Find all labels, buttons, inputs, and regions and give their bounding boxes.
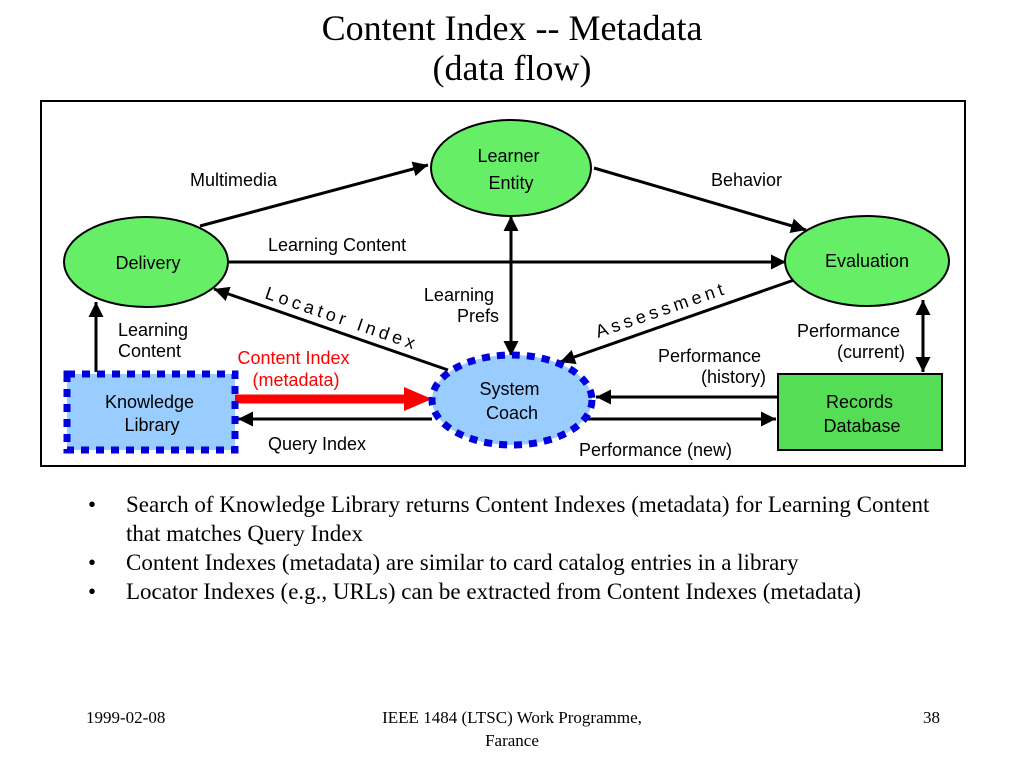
node-learner-entity[interactable] — [430, 119, 592, 217]
bullet-item: Content Indexes (metadata) are similar t… — [86, 548, 946, 577]
behavior-label: Behavior — [711, 170, 782, 190]
title-line-2: (data flow) — [432, 48, 592, 88]
bullet-list: Search of Knowledge Library returns Cont… — [86, 490, 946, 606]
footer-center: IEEE 1484 (LTSC) Work Programme, Farance — [300, 706, 724, 752]
content-index-label: Content Index (metadata) — [237, 348, 354, 390]
title-line-1: Content Index -- Metadata — [321, 8, 703, 48]
system-coach-label: System Coach — [479, 379, 544, 423]
learning-prefs-label: Learning Prefs — [424, 285, 499, 326]
footer-date: 1999-02-08 — [86, 708, 166, 727]
footer-page-number: 38 — [923, 708, 940, 727]
node-system-coach[interactable] — [428, 351, 596, 449]
edge-behavior — [593, 166, 807, 233]
node-knowledge-library[interactable] — [63, 370, 239, 454]
learning-content-top-label: Learning Content — [268, 235, 406, 255]
delivery-label: Delivery — [115, 253, 180, 273]
footer-center-line-1: IEEE 1484 (LTSC) Work Programme, — [382, 708, 642, 727]
performance-new-label: Performance (new) — [579, 440, 732, 460]
edge-locator-index — [213, 286, 449, 372]
query-index-label: Query Index — [268, 434, 366, 454]
performance-current-label: Performance (current) — [797, 321, 905, 362]
learning-content-left-label: Learning Content — [118, 320, 193, 361]
bullet-item: Locator Indexes (e.g., URLs) can be extr… — [86, 577, 946, 606]
multimedia-label: Multimedia — [190, 170, 278, 190]
learner-entity-label: Learner Entity — [477, 146, 544, 193]
slide-title: Content Index -- Metadata (data flow) — [0, 8, 1024, 88]
node-evaluation[interactable] — [784, 215, 950, 307]
node-records-database[interactable] — [777, 373, 943, 451]
bullet-item: Search of Knowledge Library returns Cont… — [86, 490, 946, 548]
edge-assessment — [559, 278, 795, 365]
evaluation-label: Evaluation — [825, 251, 909, 271]
records-database-label: Records Database — [823, 392, 900, 436]
knowledge-library-label: Knowledge Library — [105, 392, 199, 435]
data-flow-diagram: Learner Entity Delivery Evaluation Syste… — [40, 100, 966, 467]
footer-center-line-2: Farance — [485, 731, 539, 750]
edge-multimedia — [199, 161, 429, 228]
content-index-arrowhead — [404, 387, 432, 411]
node-delivery[interactable] — [63, 216, 229, 308]
performance-history-label: Performance (history) — [658, 346, 766, 387]
